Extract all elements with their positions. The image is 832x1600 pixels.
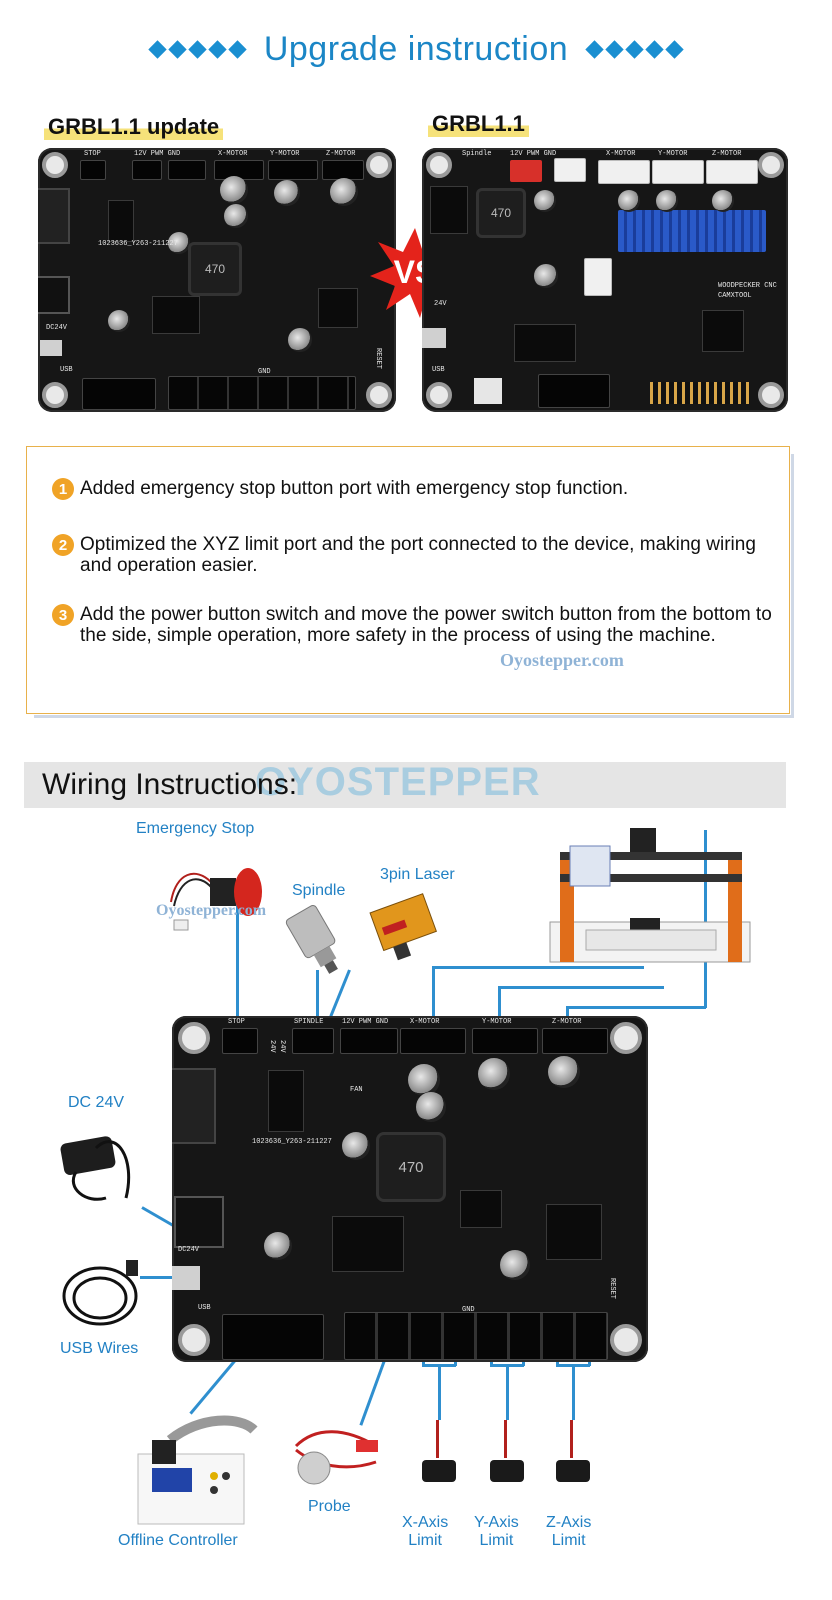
feature-item: 3 Add the power button switch and move t…: [52, 604, 776, 646]
section-header: Upgrade instruction: [0, 24, 832, 74]
y-limit-switch-image: [488, 1420, 528, 1510]
probe-image: [286, 1416, 382, 1496]
wiring-title: Wiring Instructions:: [42, 768, 298, 801]
usb-wires-label: USB Wires: [60, 1340, 139, 1357]
feature-number-badge: 1: [52, 478, 74, 500]
features-box: [26, 446, 790, 714]
dc-power-adapter-image: [56, 1118, 146, 1208]
offline-controller-label: Offline Controller: [118, 1532, 238, 1549]
feature-text: Add the power button switch and move the…: [80, 604, 772, 646]
feature-text: Added emergency stop button port with em…: [80, 478, 629, 499]
feature-number-badge: 2: [52, 534, 74, 556]
wiring-board-image: STOP SPINDLE 12V PWM GND X-MOTOR Y-MOTOR…: [172, 1016, 648, 1362]
new-board-image: STOP 12V PWM GND X-MOTOR Y-MOTOR Z-MOTOR…: [38, 148, 396, 412]
feature-item: 2 Optimized the XYZ limit port and the p…: [52, 534, 772, 576]
old-board-image: Spindle 12V PWM GND X-MOTOR Y-MOTOR Z-MO…: [422, 148, 788, 412]
dc-power-label: DC 24V: [68, 1094, 125, 1111]
x-limit-switch-image: [420, 1420, 460, 1510]
wiring-header-bar: [24, 762, 786, 808]
probe-label: Probe: [308, 1498, 351, 1515]
offline-controller-image: [130, 1410, 260, 1528]
cnc-machine-image: [530, 822, 760, 972]
old-board-label: GRBL1.1: [428, 111, 529, 137]
emergency-stop-button-image: [166, 862, 262, 931]
usb-cable-image: [56, 1254, 146, 1338]
feature-item: 1 Added emergency stop button port with …: [52, 478, 772, 500]
features-box-shadow: [34, 454, 794, 718]
emergency-stop-label: Emergency Stop: [136, 820, 255, 837]
laser-label: 3pin Laser: [380, 866, 455, 883]
spindle-label: Spindle: [292, 882, 346, 899]
decorative-diamonds-left: [148, 39, 247, 59]
new-board-label: GRBL1.1 update: [44, 114, 224, 140]
spindle-motor-image: [272, 900, 352, 980]
feature-text: Optimized the XYZ limit port and the por…: [80, 534, 756, 576]
watermark-text: Oyostepper.com: [500, 650, 624, 670]
oyostepper-logo-watermark: OYOSTEPPER: [255, 760, 541, 804]
watermark-text: Oyostepper.com: [156, 902, 267, 919]
page-title: Upgrade instruction: [263, 29, 569, 68]
decorative-diamonds-right: [585, 39, 684, 59]
laser-module-image: [360, 890, 450, 970]
feature-number-badge: 3: [52, 604, 74, 626]
z-limit-switch-image: [554, 1420, 594, 1510]
